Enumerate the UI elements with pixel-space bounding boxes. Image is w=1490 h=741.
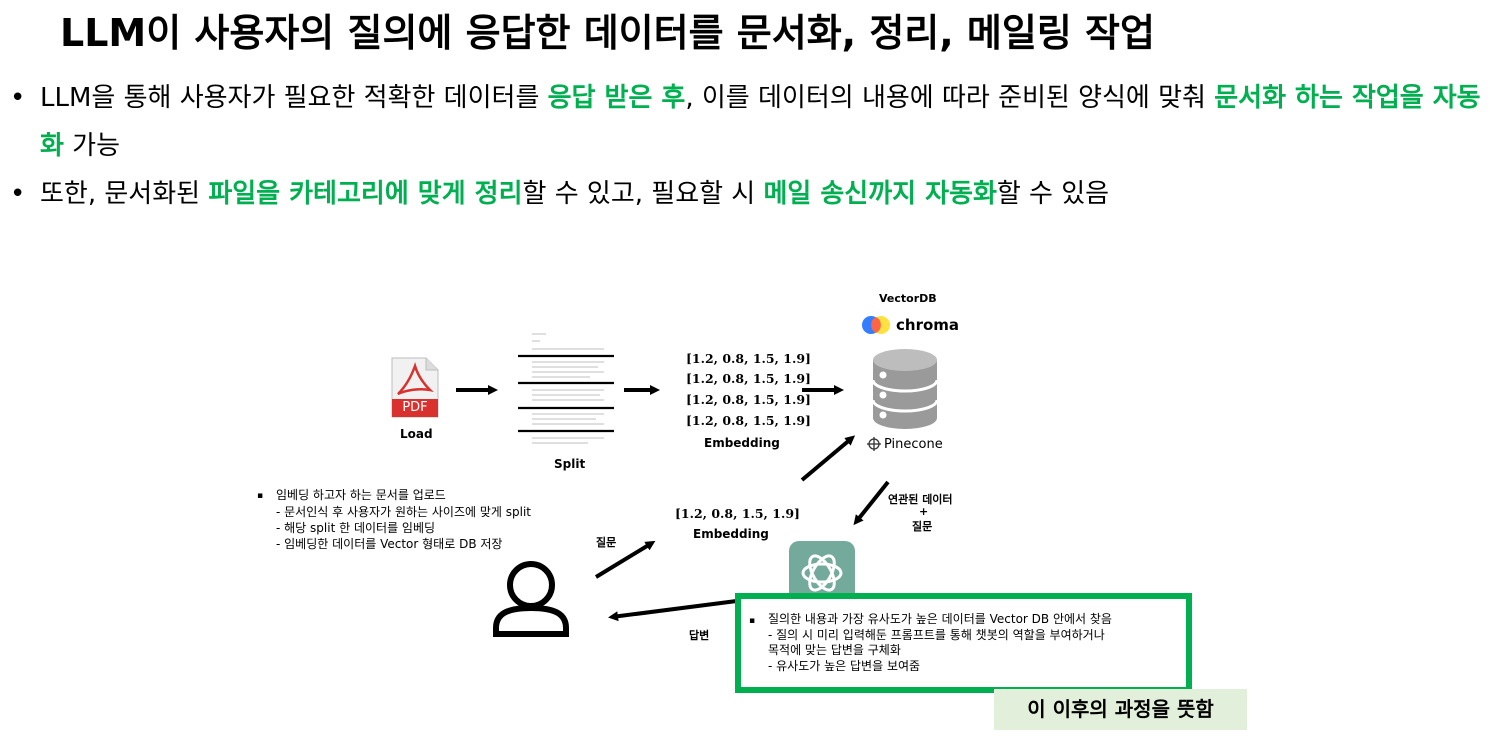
arrow-user-to-query: [594, 540, 656, 579]
right-notes-line-1: - 질의 시 미리 입력해둔 프롬프트를 통해 챗봇의 역할을 부여하거나: [768, 628, 1105, 642]
left-notes-line-2: - 해당 split 한 데이터를 임베딩: [276, 521, 436, 535]
pinecone-logo-icon: [867, 437, 881, 451]
page-title: LLM이 사용자의 질의에 응답한 데이터를 문서화, 정리, 메일링 작업: [60, 11, 1155, 55]
related-question-label: 질문: [912, 520, 933, 533]
right-notes-head: 질의한 내용과 가장 유사도가 높은 데이터를 Vector DB 안에서 찾음: [768, 612, 1112, 626]
related-data-label: 연관된 데이터: [888, 493, 953, 506]
database-icon: [871, 349, 939, 429]
chroma-logo-icon: [862, 316, 890, 334]
embedding-vector-4: [1.2, 0.8, 1.5, 1.9]: [686, 413, 811, 428]
question-label: 질문: [596, 536, 617, 549]
highlight-box: [735, 593, 1192, 693]
right-notes-line-3: - 유사도가 높은 답변을 보여줌: [768, 659, 921, 673]
left-notes-line-1: - 문서인식 후 사용자가 원하는 사이즈에 맞게 split: [276, 505, 531, 519]
pinecone-label: Pinecone: [884, 437, 943, 452]
chroma-label: chroma: [896, 316, 960, 334]
vectordb-label: VectorDB: [879, 292, 937, 305]
pdf-file-icon: [391, 357, 439, 418]
pdf-badge-label: PDF: [402, 400, 428, 415]
bullet-list: • LLM을 통해 사용자가 필요한 적확한 데이터를 응답 받은 후, 이를 …: [8, 74, 1488, 218]
load-label: Load: [400, 427, 433, 441]
query-embedding-label: Embedding: [693, 527, 769, 541]
arrow-query-to-db: [800, 435, 856, 482]
left-notes-head: 임베딩 하고자 하는 문서를 업로드: [276, 488, 446, 502]
split-document-icon: [518, 330, 614, 452]
related-plus-label: +: [919, 505, 929, 518]
embedding-vector-1: [1.2, 0.8, 1.5, 1.9]: [686, 351, 811, 366]
query-vector: [1.2, 0.8, 1.5, 1.9]: [675, 506, 800, 521]
bullet-1: • LLM을 통해 사용자가 필요한 적확한 데이터를 응답 받은 후, 이를 …: [10, 83, 1481, 161]
footer-tag: 이 이후의 과정을 뜻함: [994, 689, 1247, 730]
right-notes-bullet: ▪: [749, 616, 756, 626]
left-notes-bullet: ▪: [257, 491, 264, 501]
right-notes-line-2: 목적에 맞는 답변을 구체화: [768, 643, 901, 657]
embedding-vector-3: [1.2, 0.8, 1.5, 1.9]: [686, 392, 811, 407]
embedding-vector-2: [1.2, 0.8, 1.5, 1.9]: [686, 371, 811, 386]
bullet-2: • 또한, 문서화된 파일을 카테고리에 맞게 정리할 수 있고, 필요할 시 …: [10, 179, 1110, 209]
answer-label: 답변: [689, 629, 710, 642]
left-notes-line-3: - 임베딩한 데이터를 Vector 형태로 DB 저장: [276, 537, 503, 551]
chatgpt-icon: [789, 541, 855, 605]
embedding-label: Embedding: [704, 436, 780, 450]
user-icon: [493, 561, 569, 637]
split-label: Split: [554, 457, 586, 471]
arrow-db-to-llm: [853, 480, 890, 526]
